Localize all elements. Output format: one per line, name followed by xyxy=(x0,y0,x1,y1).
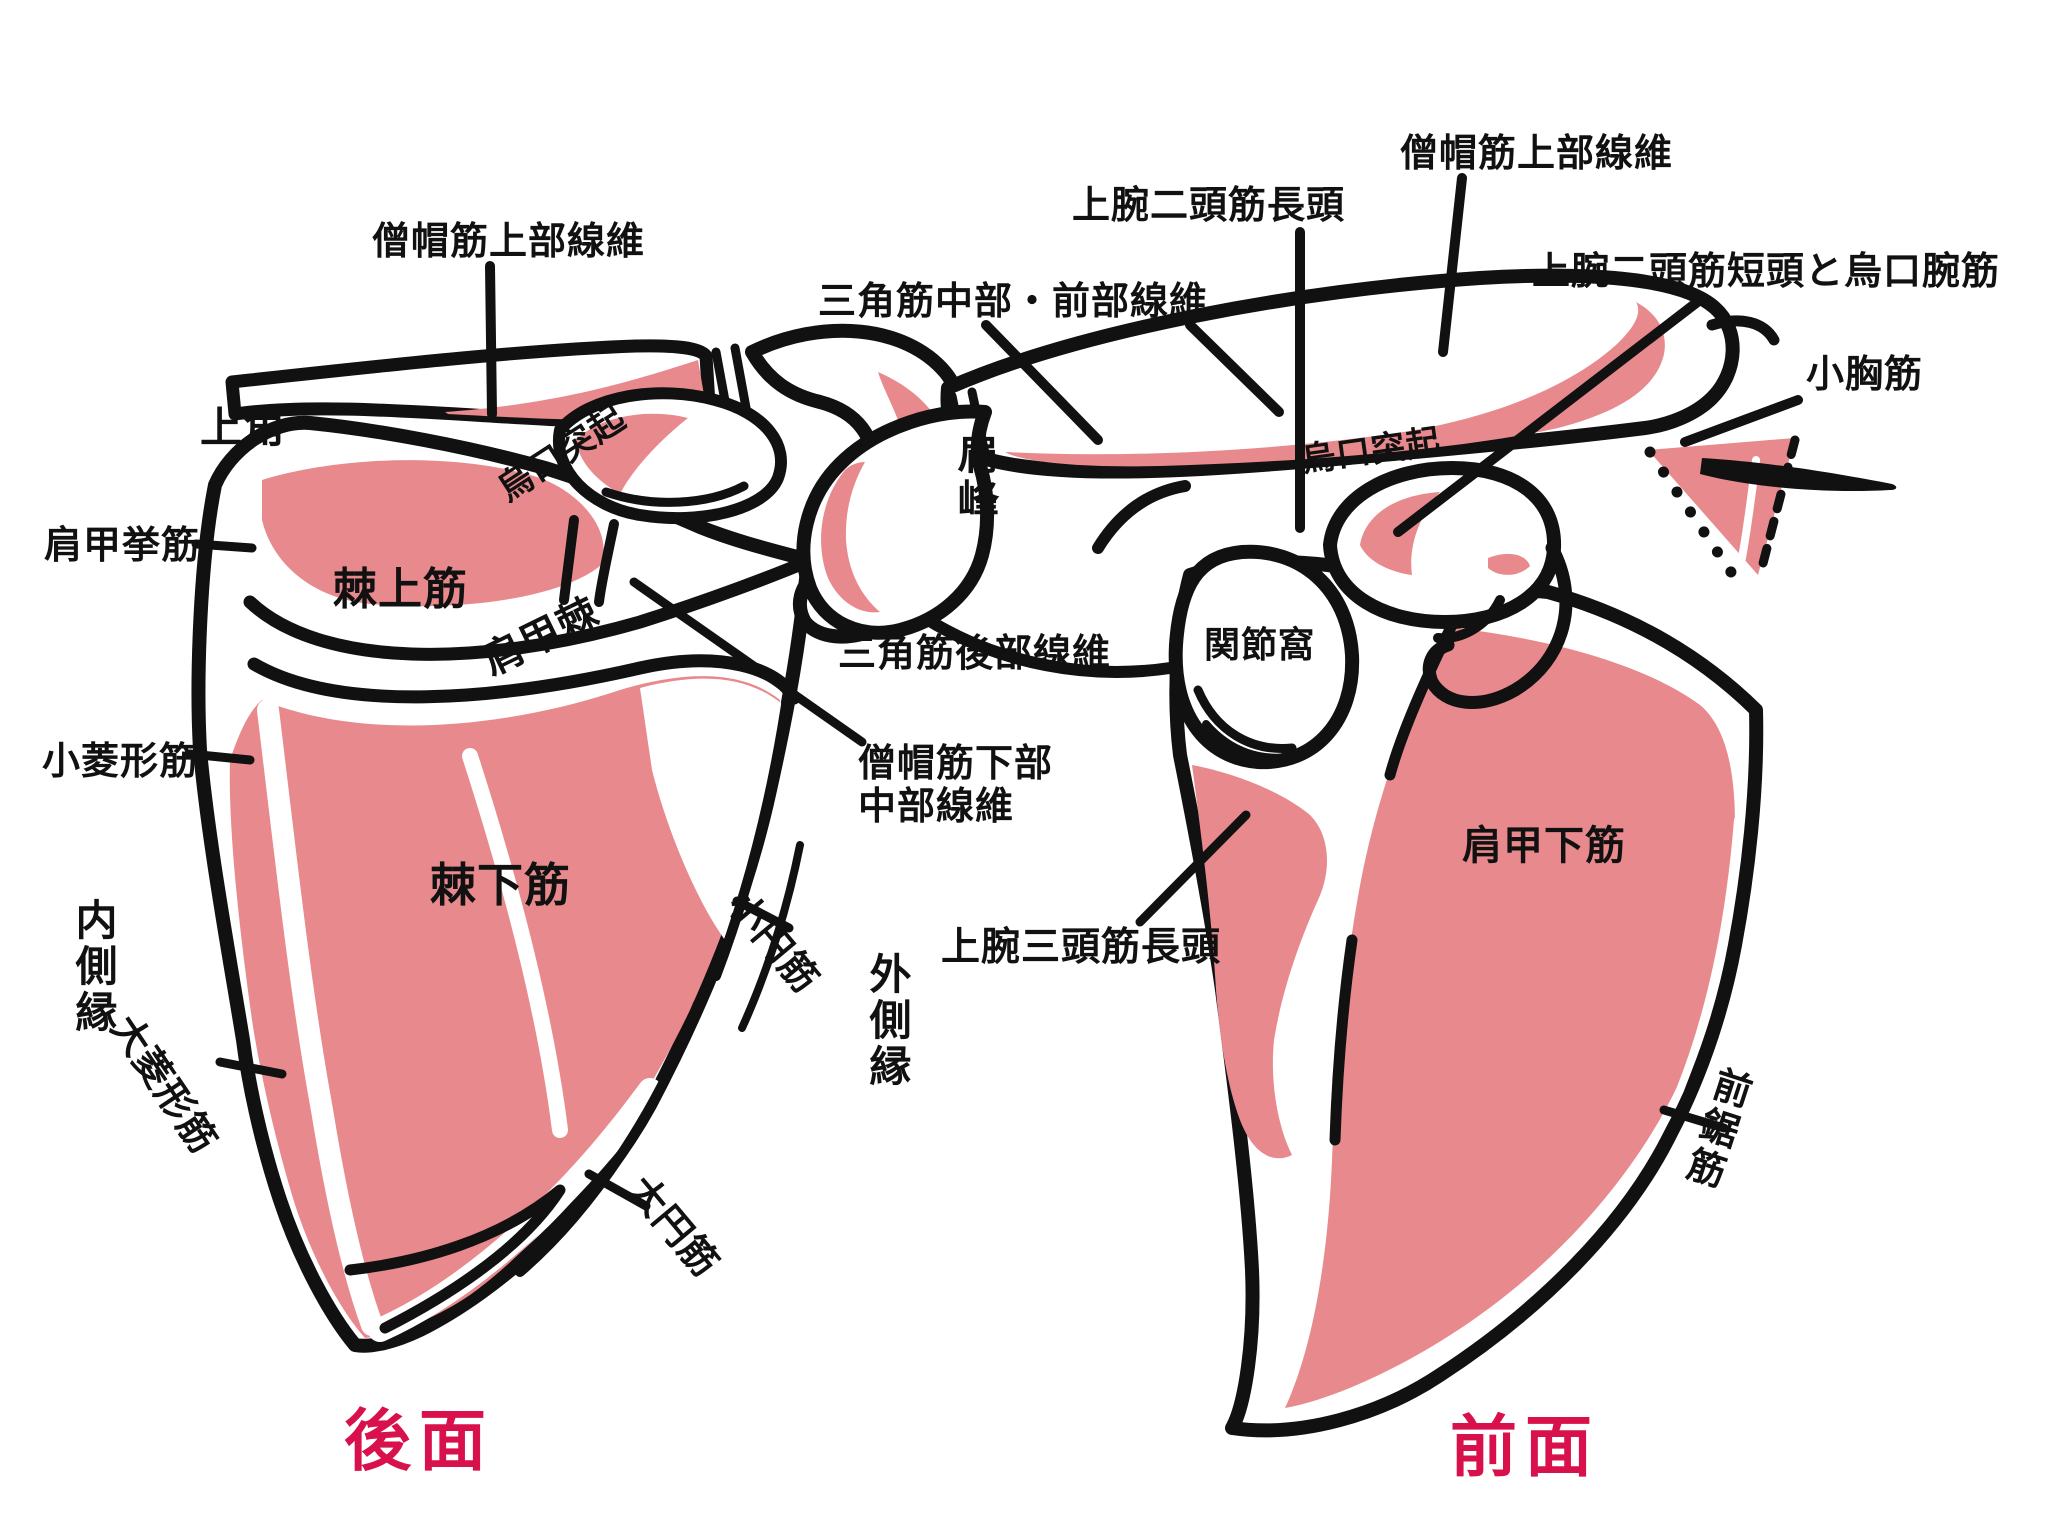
label-superior-angle: 上角 xyxy=(200,403,287,452)
label-glenoid-fossa: 関節窩 xyxy=(1204,625,1316,666)
label-supraspinatus: 棘上筋 xyxy=(333,564,468,615)
anterior-scapula-art xyxy=(796,173,1897,1438)
posterior-view-title: 後面 xyxy=(344,1402,494,1480)
label-lateral-border: 外側縁 xyxy=(863,952,913,1090)
label-biceps-short-coracobrachialis: 上腕二頭筋短頭と烏口腕筋 xyxy=(1532,249,2001,293)
label-biceps-long-head: 上腕二頭筋長頭 xyxy=(1072,183,1346,227)
label-medial-border: 内側縁 xyxy=(69,898,119,1036)
label-levator-scapulae: 肩甲挙筋 xyxy=(44,523,201,567)
label-pectoralis-minor: 小胸筋 xyxy=(1806,352,1924,396)
label-rhomboid-minor: 小菱形筋 xyxy=(42,739,199,783)
label-trapezius-lower-middle-line2: 中部線維 xyxy=(858,783,1015,828)
anterior-view-title: 前面 xyxy=(1450,1408,1600,1486)
label-infraspinatus: 棘下筋 xyxy=(430,858,571,912)
label-triceps-long-head: 上腕三頭筋長頭 xyxy=(941,925,1222,970)
label-trapezius-upper-posterior: 僧帽筋上部線維 xyxy=(372,219,646,263)
label-trapezius-upper-anterior: 僧帽筋上部線維 xyxy=(1400,131,1674,175)
label-deltoid-middle-anterior: 三角筋中部・前部線維 xyxy=(818,279,1209,323)
label-trapezius-lower-middle-line1: 僧帽筋下部 xyxy=(858,741,1054,785)
label-trapezius-lower-middle: 僧帽筋下部 中部線維 xyxy=(858,742,1053,827)
label-deltoid-posterior: 三角筋後部線維 xyxy=(838,631,1112,675)
label-acromion: 肩峰 xyxy=(951,432,1001,524)
label-subscapularis: 肩甲下筋 xyxy=(1462,823,1626,869)
